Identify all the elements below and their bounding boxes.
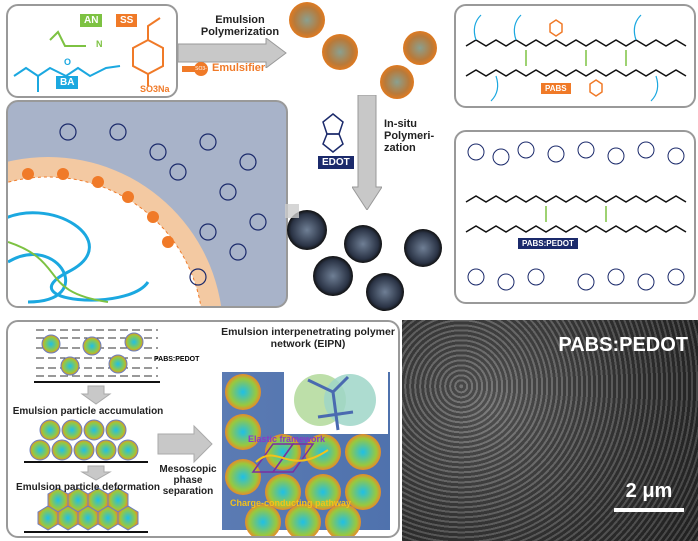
pabs-pedot-pointer-label: PABS:PEDOT — [154, 356, 200, 363]
so3na-label: SO3Na — [140, 84, 170, 94]
emulsifier-label: Emulsifier — [212, 62, 266, 74]
tag-pabs-pedot: PABS:PEDOT — [518, 238, 578, 249]
particle-closeup-diagram — [8, 123, 267, 306]
pabs-pedot-chain-diagram — [465, 141, 687, 291]
arrow-right-icon — [178, 38, 287, 68]
edot-structure — [322, 113, 344, 153]
emulsifier-tail — [182, 66, 196, 72]
pabs-particles — [289, 2, 437, 99]
monomer-structures — [13, 17, 164, 92]
scale-bar-label: 2 μm — [625, 480, 673, 502]
pabs-pedot-particles — [285, 204, 442, 311]
step-insitu-polymerization: In-situ Polymeri-zation — [384, 118, 435, 154]
charge-pathway-label: Charge-conducting pathway — [230, 498, 352, 508]
tag-ba: BA — [56, 76, 79, 89]
pabs-structure-box: PABS — [454, 4, 696, 108]
pabs-chain-diagram — [465, 14, 687, 102]
film-formation-box: PABS:PEDOT Emulsion particle accumulatio… — [6, 320, 400, 538]
monomer-box: AN SS BA N O SO3Na — [6, 4, 178, 98]
step-emulsion-polymerization: Emulsion Polymerization — [200, 14, 280, 38]
nitrogen-label: N — [96, 39, 103, 49]
tag-an: AN — [80, 14, 103, 27]
scale-bar — [614, 508, 684, 512]
sem-label: PABS:PEDOT — [558, 334, 688, 356]
step-mesoscopic-phase-separation: Mesoscopic phase separation — [159, 464, 217, 497]
step-particle-accumulation: Emulsion particle accumulation — [12, 406, 164, 417]
oxygen-label: O — [64, 57, 72, 67]
emulsifier-head-icon: SO3- — [194, 62, 208, 76]
tag-pabs: PABS — [541, 83, 571, 94]
sem-image: PABS:PEDOT 2 μm — [402, 320, 698, 541]
arrow-down-icon — [352, 95, 382, 210]
tag-edot: EDOT — [318, 156, 354, 169]
step-particle-deformation: Emulsion particle deformation — [16, 482, 160, 493]
sem-texture — [402, 320, 698, 541]
eipn-title: Emulsion interpenetrating polymer networ… — [221, 326, 395, 350]
tag-ss: SS — [116, 14, 138, 27]
particle-closeup-box — [6, 100, 288, 308]
elastic-framework-label: Elastic framework — [248, 434, 326, 444]
film-formation-diagram — [24, 329, 390, 536]
pabs-pedot-structure-box: PABS:PEDOT — [454, 130, 696, 304]
